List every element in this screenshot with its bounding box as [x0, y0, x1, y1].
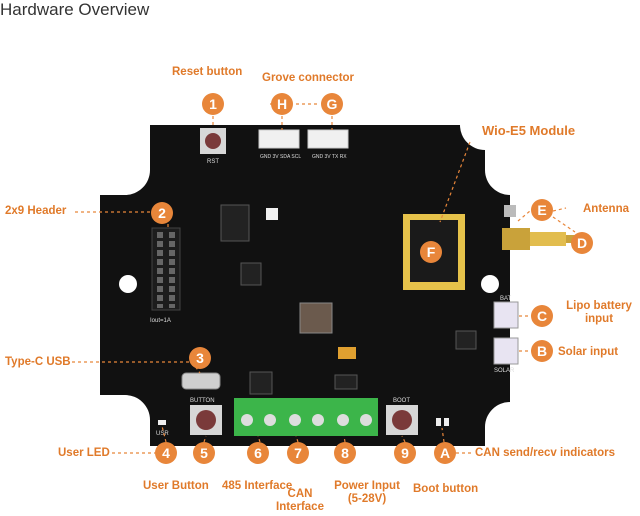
pin-header [151, 227, 181, 311]
label-can-interface: CAN Interface [276, 488, 324, 514]
badge-e: E [531, 199, 553, 221]
grove-pins-uart: GND 3V TX RX [312, 154, 347, 160]
header-pins [157, 232, 175, 308]
badge-3: 3 [189, 347, 211, 369]
label-lipo-battery: Lipo battery input [566, 300, 632, 326]
label-antenna: Antenna [583, 203, 629, 215]
badge-9: 9 [394, 442, 416, 464]
grove-pins-i2c: GND 3V SDA SCL [260, 154, 301, 160]
ic-chip-1 [220, 204, 250, 242]
badge-b: B [531, 340, 553, 362]
grove-connector-uart [307, 129, 349, 149]
badge-2: 2 [151, 202, 173, 224]
label-user-led: User LED [58, 447, 110, 459]
badge-8: 8 [334, 442, 356, 464]
page-title: Hardware Overview [0, 0, 150, 19]
button-silk: BUTTON [190, 398, 215, 404]
inductor [299, 302, 333, 334]
label-boot-button: Boot button [413, 483, 479, 495]
badge-h: H [271, 93, 293, 115]
mounting-hole-left [119, 275, 137, 293]
badge-1: 1 [202, 93, 224, 115]
antenna-connector [502, 228, 576, 250]
badge-d: D [571, 232, 593, 254]
label-can-indicators: CAN send/recv indicators [475, 447, 615, 459]
terminal-blocks [234, 398, 378, 436]
label-485-interface: 485 Interface [222, 480, 293, 492]
rst-silk: RST [207, 159, 219, 165]
can-led-rx [444, 418, 449, 426]
badge-7: 7 [287, 442, 309, 464]
boot-silk: BOOT [393, 398, 410, 404]
badge-a: A [434, 442, 456, 464]
iout-silk: Iout=1A [150, 318, 171, 324]
badge-f: F [420, 241, 442, 263]
mounting-hole-right [481, 275, 499, 293]
user-button-component [190, 405, 222, 435]
ic-chip-4 [334, 374, 358, 390]
grove-connector-i2c [258, 129, 300, 149]
solar-silk: SOLAR [494, 368, 515, 374]
bat-silk: BAT [500, 296, 512, 302]
badge-c: C [531, 305, 553, 327]
usb-c-port [181, 372, 221, 390]
jst-battery [493, 301, 519, 329]
user-led [158, 420, 166, 425]
badge-4: 4 [155, 442, 177, 464]
label-wio-e5-module: Wio-E5 Module [482, 123, 576, 138]
ic-chip-5 [455, 330, 477, 350]
ic-chip-2 [240, 262, 262, 286]
usr-silk: USR [156, 431, 169, 437]
badge-6: 6 [247, 442, 269, 464]
label-user-button: User Button [143, 480, 209, 492]
label-type-c-usb: Type-C USB [5, 356, 71, 368]
label-power-input: Power Input (5-28V) [334, 480, 400, 506]
capacitor-1 [338, 347, 356, 359]
badge-5: 5 [193, 442, 215, 464]
boot-button-component [386, 405, 418, 435]
leader-lines [72, 103, 576, 454]
ufl-connector [504, 205, 516, 217]
badge-g: G [321, 93, 343, 115]
jst-solar [493, 337, 519, 365]
label-solar-input: Solar input [558, 346, 619, 358]
can-led-tx [436, 418, 441, 426]
label-grove-connector: Grove connector [262, 72, 355, 84]
capacitor-2 [266, 208, 278, 220]
ic-chip-3 [249, 371, 273, 395]
reset-button-component [200, 128, 226, 154]
label-2x9-header: 2x9 Header [5, 205, 67, 217]
label-reset-button: Reset button [172, 66, 243, 78]
